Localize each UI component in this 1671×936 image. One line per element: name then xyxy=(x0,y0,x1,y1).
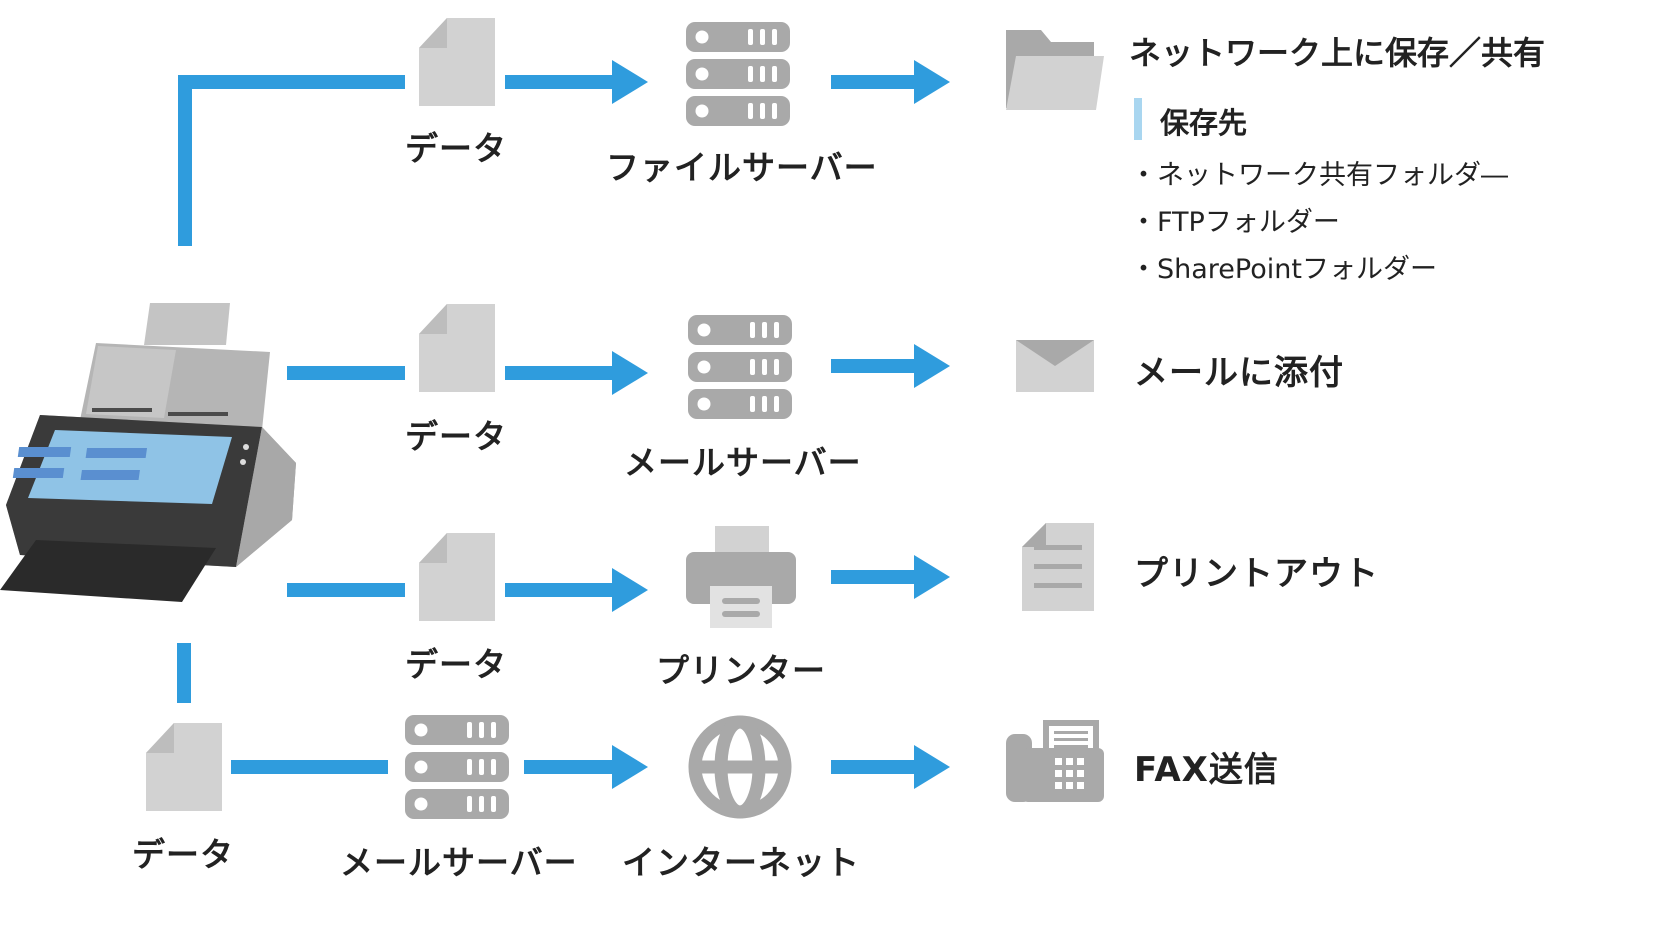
arrow-icon xyxy=(831,344,950,388)
fax-send-title: FAX送信 xyxy=(1134,750,1279,790)
server-icon xyxy=(405,715,509,819)
connector-lines xyxy=(177,75,405,774)
fax-icon xyxy=(1006,720,1104,802)
envelope-icon xyxy=(1016,340,1094,392)
save-destination-heading: 保存先 xyxy=(1160,106,1248,140)
document-icon xyxy=(146,723,222,811)
email-attach-title: メールに添付 xyxy=(1134,353,1344,393)
arrow-icon xyxy=(524,745,648,789)
printer-icon xyxy=(686,526,796,628)
arrow-icon xyxy=(831,60,950,104)
list-item: FTPフォルダー xyxy=(1130,199,1508,246)
document-icon xyxy=(419,18,495,106)
document-icon xyxy=(419,304,495,392)
save-destination-list: ネットワーク共有フォルダ― FTPフォルダー SharePointフォルダー xyxy=(1130,152,1508,293)
data-label: データ xyxy=(405,417,507,456)
internet-label: インターネット xyxy=(622,843,860,882)
list-item: ネットワーク共有フォルダ― xyxy=(1130,152,1508,199)
server-icon xyxy=(688,315,792,419)
scanner-icon xyxy=(0,303,296,602)
flow-arrows xyxy=(505,60,950,789)
server-icon xyxy=(686,22,790,126)
document-icon xyxy=(419,533,495,621)
globe-icon xyxy=(688,715,792,819)
mail-server-label: メールサーバー xyxy=(340,843,578,882)
printout-title: プリントアウト xyxy=(1134,554,1379,594)
heading-accent-bar xyxy=(1134,98,1142,140)
folder-icon xyxy=(1006,30,1104,110)
network-share-title: ネットワーク上に保存／共有 xyxy=(1129,34,1546,72)
arrow-icon xyxy=(505,60,648,104)
arrow-icon xyxy=(505,568,648,612)
file-server-label: ファイルサーバー xyxy=(606,148,878,187)
data-label: データ xyxy=(405,129,507,168)
data-label: データ xyxy=(132,835,234,874)
data-label: データ xyxy=(405,645,507,684)
mail-server-label: メールサーバー xyxy=(624,443,862,482)
arrow-icon xyxy=(831,555,950,599)
printer-label: プリンター xyxy=(656,651,826,690)
list-item: SharePointフォルダー xyxy=(1130,246,1508,293)
printout-icon xyxy=(1022,523,1094,611)
arrow-icon xyxy=(831,745,950,789)
arrow-icon xyxy=(505,351,648,395)
